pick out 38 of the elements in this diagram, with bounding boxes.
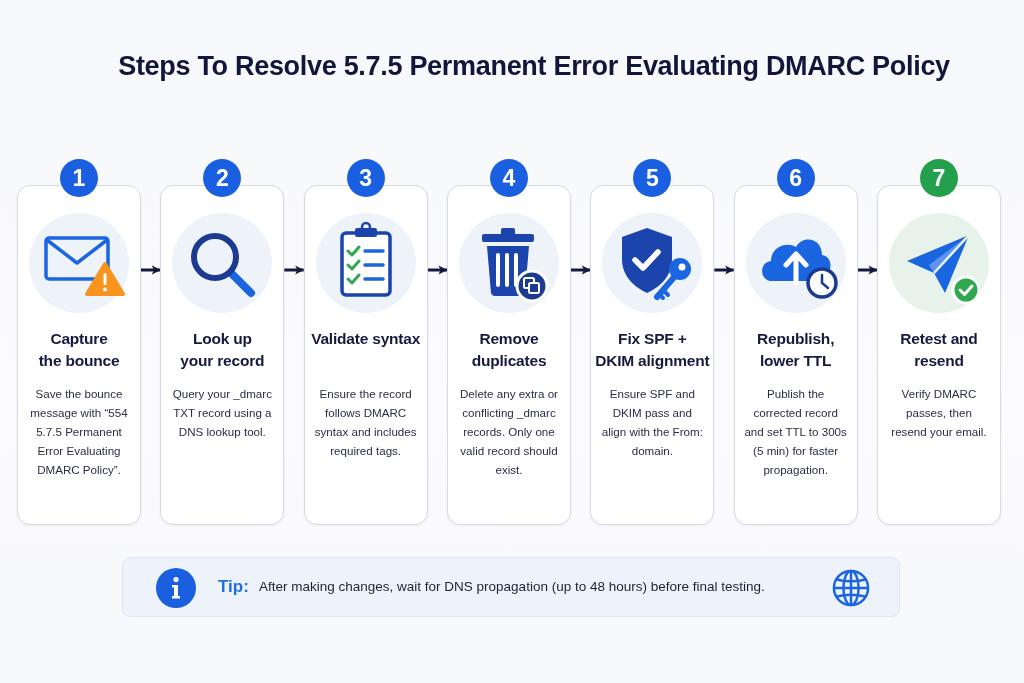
tip-label: Tip: bbox=[218, 576, 249, 598]
arrow bbox=[141, 265, 161, 275]
step-number-badge: 2 bbox=[203, 159, 242, 197]
step-description: Verify DMARC passes, then resend your email. bbox=[891, 387, 987, 438]
arrow bbox=[284, 265, 305, 275]
step-title: Fix SPF + DKIM alignment bbox=[595, 330, 710, 369]
step-number-badge: 5 bbox=[633, 159, 672, 197]
step-card bbox=[303, 185, 428, 525]
step-card bbox=[590, 185, 715, 525]
tip-banner bbox=[122, 557, 900, 617]
step-title: Capture the bounce bbox=[38, 330, 120, 369]
step-card bbox=[447, 185, 571, 525]
tip-text: After making changes, wait for DNS propagation (up to 48 hours) before final testing. bbox=[259, 578, 765, 596]
step-card bbox=[17, 185, 141, 525]
title: Steps To Resolve 5.7.5 Permanent Error Evaluating DMARC Policy bbox=[118, 50, 950, 83]
arrow bbox=[571, 265, 591, 275]
step-number-badge: 4 bbox=[490, 159, 528, 197]
arrow bbox=[427, 265, 448, 275]
step-card bbox=[733, 185, 858, 525]
step-description: Publish the corrected record and set TTL to 300s (5 min) for faster propagation. bbox=[744, 387, 847, 476]
step-description: Save the bounce message with “554 5.7.5 Permanent Error Evaluating DMARC Policy”. bbox=[30, 387, 128, 476]
step-number-badge: 1 bbox=[60, 159, 98, 197]
step-title: Retest and resend bbox=[900, 330, 978, 369]
step-title: Republish, lower TTL bbox=[757, 330, 835, 369]
step-description: Ensure SPF and DKIM pass and align with the From: domain. bbox=[601, 387, 703, 457]
step-number-badge: 6 bbox=[776, 159, 815, 197]
step-card bbox=[160, 185, 285, 525]
step-description: Query your _dmarc TXT record using a DNS lookup tool. bbox=[172, 387, 272, 438]
step-number-badge: 7 bbox=[919, 159, 958, 197]
step-title: Remove duplicates bbox=[471, 330, 547, 369]
step-description: Delete any extra or conflicting _dmarc records. Only one valid record should exist. bbox=[460, 387, 558, 476]
arrow bbox=[714, 265, 735, 275]
arrow bbox=[857, 265, 878, 275]
step-description: Ensure the record follows DMARC syntax and includes required tags. bbox=[314, 387, 417, 457]
step-title: Validate syntax bbox=[311, 330, 421, 347]
step-number-badge: 3 bbox=[346, 159, 385, 197]
step-title: Look up your record bbox=[180, 330, 265, 369]
step-card bbox=[876, 185, 1001, 525]
